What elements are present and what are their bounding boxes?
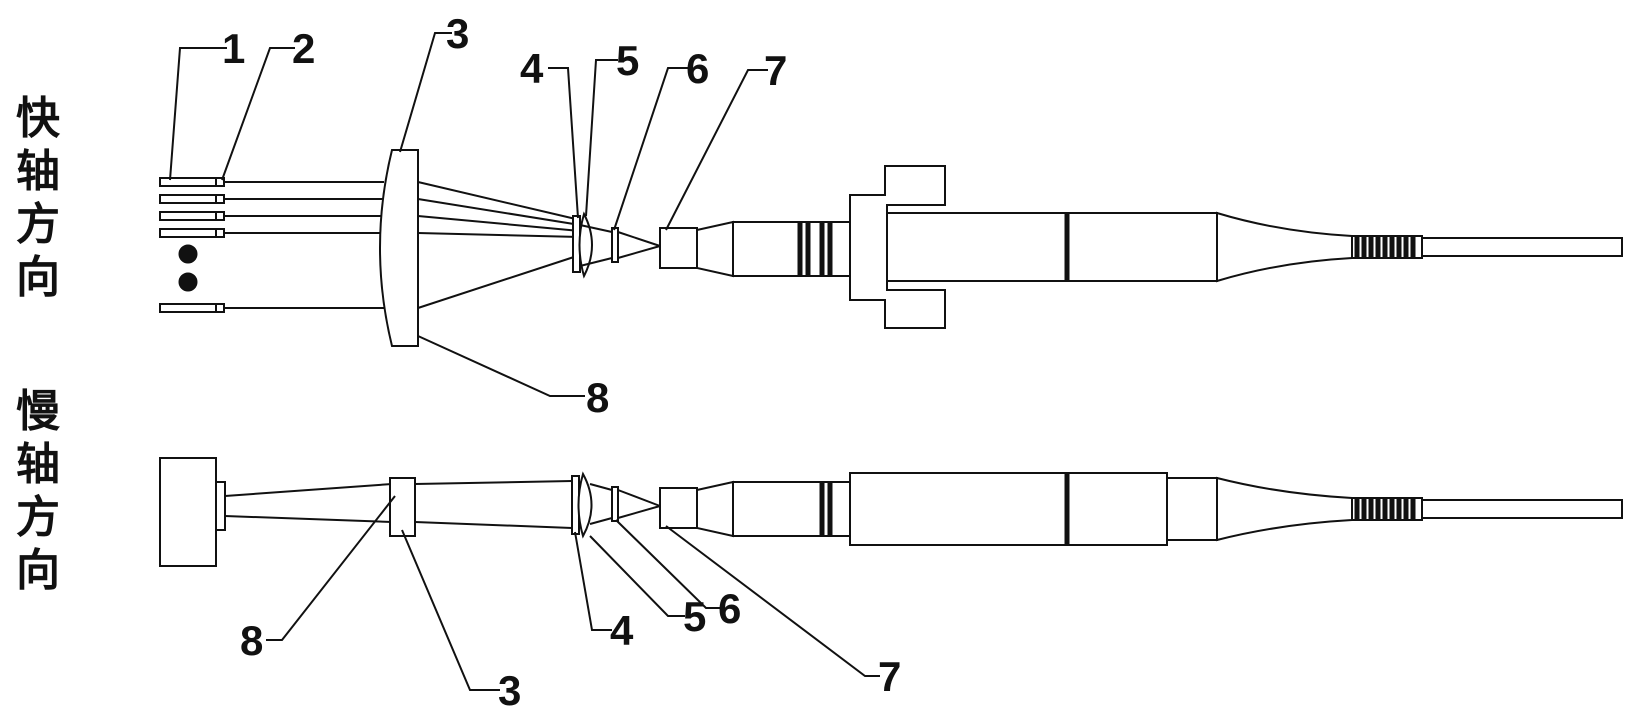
slow-axis-char: 方 [16,492,60,543]
fiber-connector-fast [659,165,1623,329]
fast-axis-label: 快 轴 方 向 [8,92,68,304]
ellipsis-dot [178,244,198,264]
emitter-bar [159,211,217,221]
source-window [215,481,226,531]
slow-axis-char: 向 [16,545,60,596]
fiber-cable [1421,237,1623,257]
collimating-lens-3 [379,149,419,347]
fiber-connector-slow [659,472,1623,546]
slow-axis-char: 轴 [16,439,60,490]
emitter-bar [159,303,217,313]
emitter-tip [215,211,225,221]
callout-5: 5 [616,37,639,84]
laser-source [159,457,217,567]
emitter-array [159,177,225,313]
callout-8-slow: 8 [240,617,263,664]
callout-6-slow: 6 [718,585,741,632]
callout-4-slow: 4 [610,607,634,654]
callout-7-slow: 7 [878,653,901,700]
ellipsis-dot [178,272,198,292]
callout-3: 3 [446,10,469,57]
slow-axis-view: 8 3 4 5 6 7 [159,457,1623,714]
plate-6-slow [611,486,619,522]
fast-axis-char: 轴 [16,146,60,197]
fast-axis-view: 1 2 3 4 5 6 7 8 [159,10,1623,421]
emitter-bar [159,228,217,238]
emitter-tip [215,228,225,238]
callout-8: 8 [586,374,609,421]
lens-3-slow [389,477,416,537]
lens-5 [578,211,593,279]
slow-axis-label: 慢 轴 方 向 [8,385,68,597]
beams-to-lens [224,181,386,309]
leaders-slow [266,495,880,691]
callouts-slow: 8 3 4 5 6 7 [240,585,901,714]
fast-axis-char: 方 [16,199,60,250]
callout-6: 6 [686,45,709,92]
ferrule-7-slow [659,487,698,529]
lens-5-slow [577,471,593,539]
callout-3-slow: 3 [498,667,521,714]
emitter-bar [159,194,217,204]
callout-4: 4 [520,45,544,92]
emitter-bar [159,177,217,187]
leaders-fast [169,32,768,397]
emitter-tip [215,303,225,313]
callout-5-slow: 5 [683,593,706,640]
slow-axis-char: 慢 [16,386,60,437]
emitter-tip [215,194,225,204]
plate-6 [611,227,619,263]
callout-2: 2 [292,25,315,72]
callout-7: 7 [764,47,787,94]
fast-axis-char: 向 [16,252,60,303]
beams-converging [417,181,581,309]
callout-1: 1 [222,25,245,72]
callouts-fast: 1 2 3 4 5 6 7 8 [222,10,787,421]
fast-axis-char: 快 [16,93,60,144]
fiber-cable-slow [1421,499,1623,519]
ferrule-7 [659,227,698,269]
